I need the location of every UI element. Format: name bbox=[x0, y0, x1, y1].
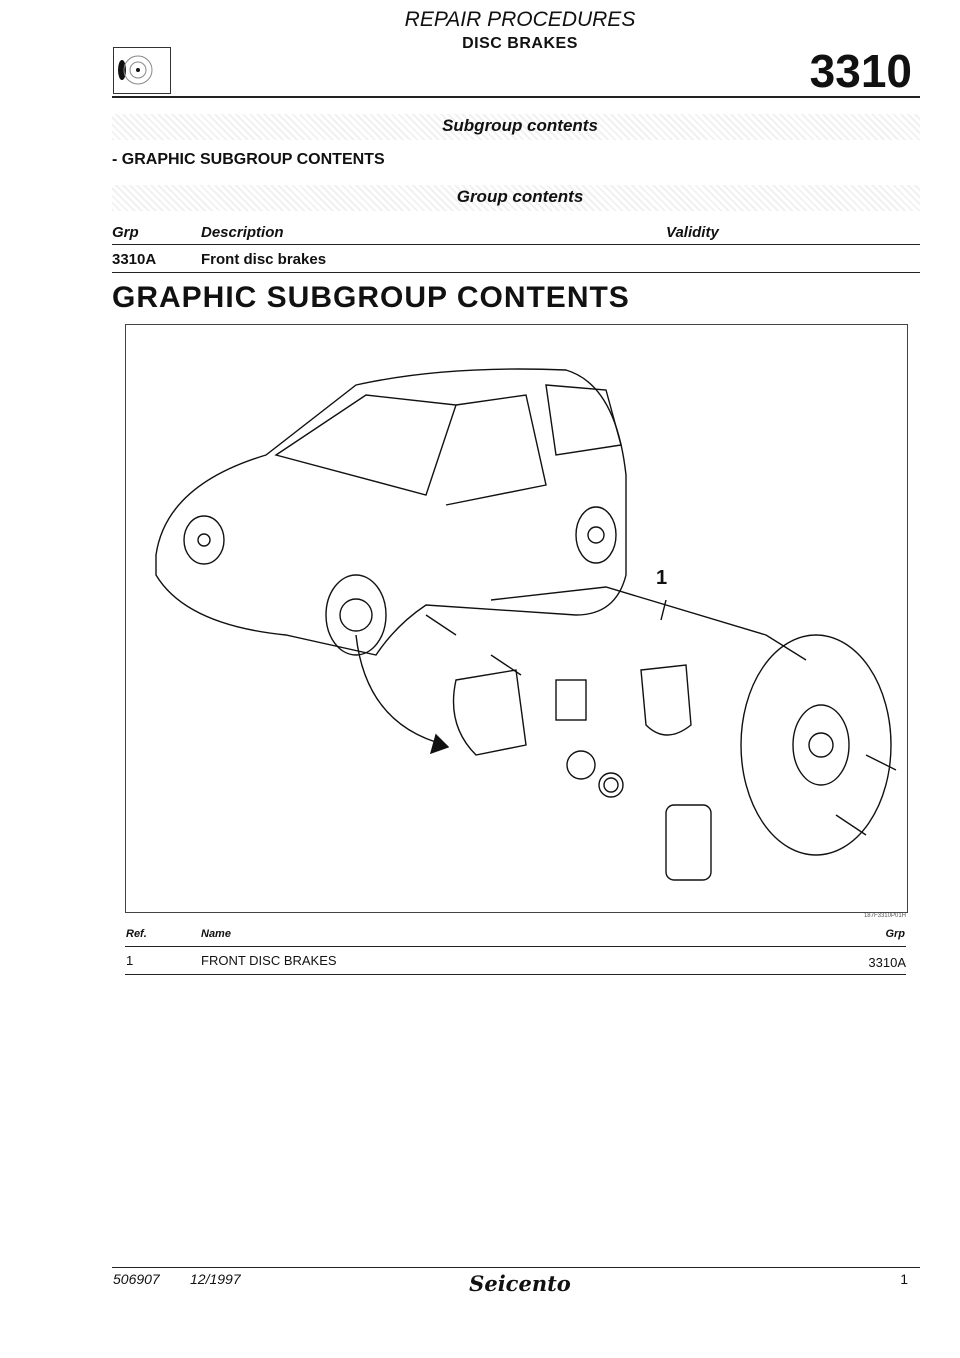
col-grp-ref: Grp bbox=[885, 928, 905, 940]
row-grp: 3310A bbox=[112, 251, 157, 268]
figure-code: 187F3310P01H bbox=[863, 913, 906, 919]
brand-logo: Seicento bbox=[469, 1271, 571, 1296]
exploded-view-figure: 1 bbox=[125, 324, 908, 913]
ref-grp: 3310A bbox=[868, 955, 906, 970]
divider bbox=[112, 244, 920, 245]
footer-rule bbox=[112, 1267, 920, 1268]
doc-number: 506907 bbox=[113, 1271, 160, 1287]
subgroup-heading: Subgroup contents bbox=[442, 116, 598, 135]
page-number: 1 bbox=[900, 1271, 908, 1287]
group-number: 3310 bbox=[809, 45, 912, 97]
graphic-title: GRAPHIC SUBGROUP CONTENTS bbox=[112, 281, 630, 314]
subgroup-band bbox=[112, 114, 920, 140]
disc-brake-icon bbox=[113, 47, 171, 94]
divider bbox=[112, 272, 920, 273]
doc-date: 12/1997 bbox=[190, 1271, 241, 1287]
divider bbox=[125, 946, 906, 947]
ref-number: 1 bbox=[126, 953, 134, 968]
col-validity: Validity bbox=[666, 224, 719, 241]
header-rule bbox=[112, 96, 920, 98]
group-band bbox=[112, 185, 920, 211]
col-description: Description bbox=[201, 224, 284, 241]
page-title: DISC BRAKES bbox=[462, 35, 578, 52]
ref-name: FRONT DISC BRAKES bbox=[201, 953, 337, 968]
col-ref: Ref. bbox=[126, 928, 147, 940]
car-brake-illustration bbox=[155, 368, 897, 881]
col-name: Name bbox=[201, 928, 231, 940]
callout-1: 1 bbox=[656, 567, 668, 589]
subgroup-link-graphic[interactable]: - GRAPHIC SUBGROUP CONTENTS bbox=[112, 151, 385, 168]
row-description: Front disc brakes bbox=[201, 251, 327, 268]
group-heading: Group contents bbox=[456, 187, 584, 206]
col-grp: Grp bbox=[112, 224, 139, 241]
divider bbox=[125, 974, 906, 975]
section-title: REPAIR PROCEDURES bbox=[404, 8, 636, 31]
